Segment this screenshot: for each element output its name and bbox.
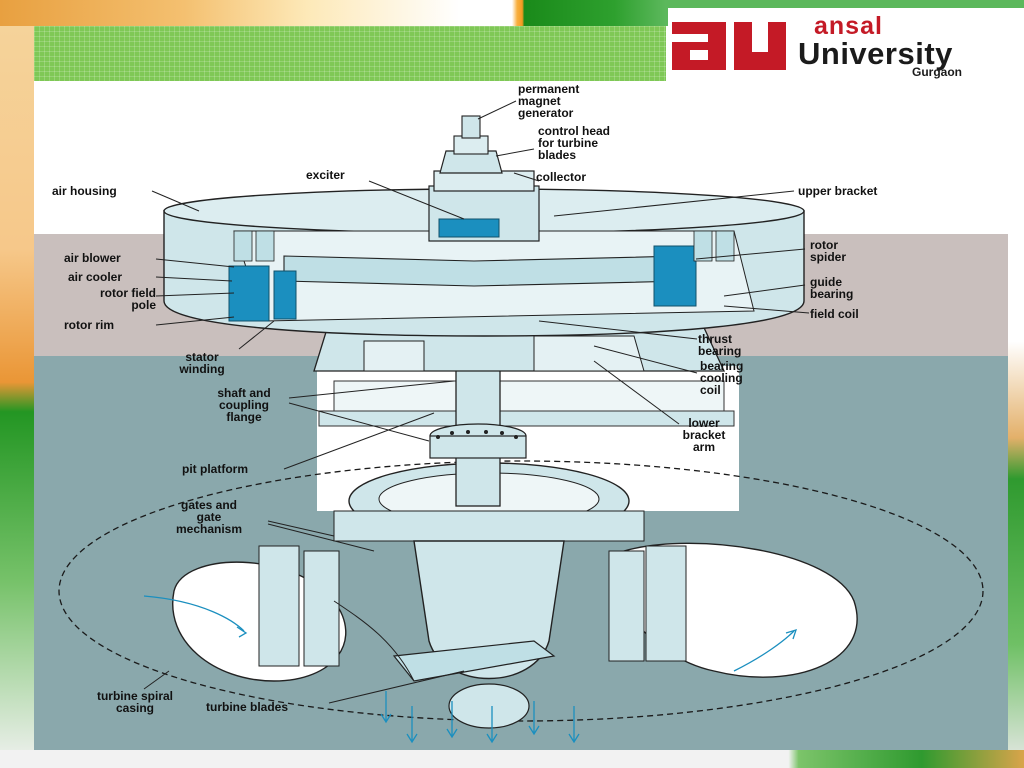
label-air-cooler: air cooler: [68, 270, 123, 284]
label-control-head: control head for turbine blades: [538, 124, 611, 162]
label-rotor-spider: rotor spider: [810, 238, 847, 264]
logo-ansal-text: ansal: [814, 12, 883, 40]
label-bearing-cooling-coil: bearing cooling coil: [700, 359, 744, 397]
label-air-blower: air blower: [64, 251, 121, 265]
diagram-drawing: [34, 81, 1008, 750]
header-green-band: [34, 26, 666, 81]
label-pit-platform: pit platform: [182, 462, 248, 476]
turbine-blade: [392, 640, 556, 682]
pit-platform: [318, 410, 735, 427]
permanent-magnet-generator: [461, 115, 481, 139]
right-decorative-strip: [1008, 80, 1024, 768]
generator-turbine-diagram: permanent magnet generator control head …: [34, 81, 1008, 750]
label-lower-bracket-arm: lower bracket arm: [682, 416, 726, 454]
left-decorative-strip: [0, 26, 34, 768]
au-logo-mark: [672, 22, 786, 70]
flow-arrows: [380, 691, 580, 744]
label-turbine-blades: turbine blades: [206, 700, 289, 714]
university-logo: ansal University Gurgaon: [668, 8, 1024, 80]
spiral-casing-outline: [58, 460, 984, 722]
label-shaft-coupling: shaft and coupling flange: [217, 386, 271, 424]
label-exciter: exciter: [306, 168, 345, 182]
label-rotor-rim: rotor rim: [64, 318, 115, 332]
label-field-coil: field coil: [810, 307, 859, 321]
label-upper-bracket: upper bracket: [798, 184, 878, 198]
rotor-spider: [283, 255, 685, 287]
label-stator-winding: stator winding: [179, 350, 225, 376]
label-turbine-spiral-casing: turbine spiral casing: [96, 689, 173, 715]
label-guide-bearing: guide bearing: [810, 275, 854, 301]
label-air-housing: air housing: [52, 184, 117, 198]
label-rotor-field-pole: rotor field pole: [100, 286, 156, 312]
label-gates-mechanism: gates and gate mechanism: [175, 498, 243, 536]
collector: [433, 170, 535, 192]
leader-lines: [143, 100, 810, 704]
logo-university-text: University: [798, 36, 953, 71]
label-permanent-magnet: permanent magnet generator: [518, 82, 580, 120]
logo-gurgaon-text: Gurgaon: [912, 65, 962, 79]
bottom-decorative-strip: [0, 750, 1024, 768]
field-coil: [653, 245, 697, 307]
label-thrust-bearing: thrust bearing: [698, 332, 742, 358]
rotor-field-pole: [228, 265, 270, 322]
label-collector: collector: [536, 170, 587, 184]
